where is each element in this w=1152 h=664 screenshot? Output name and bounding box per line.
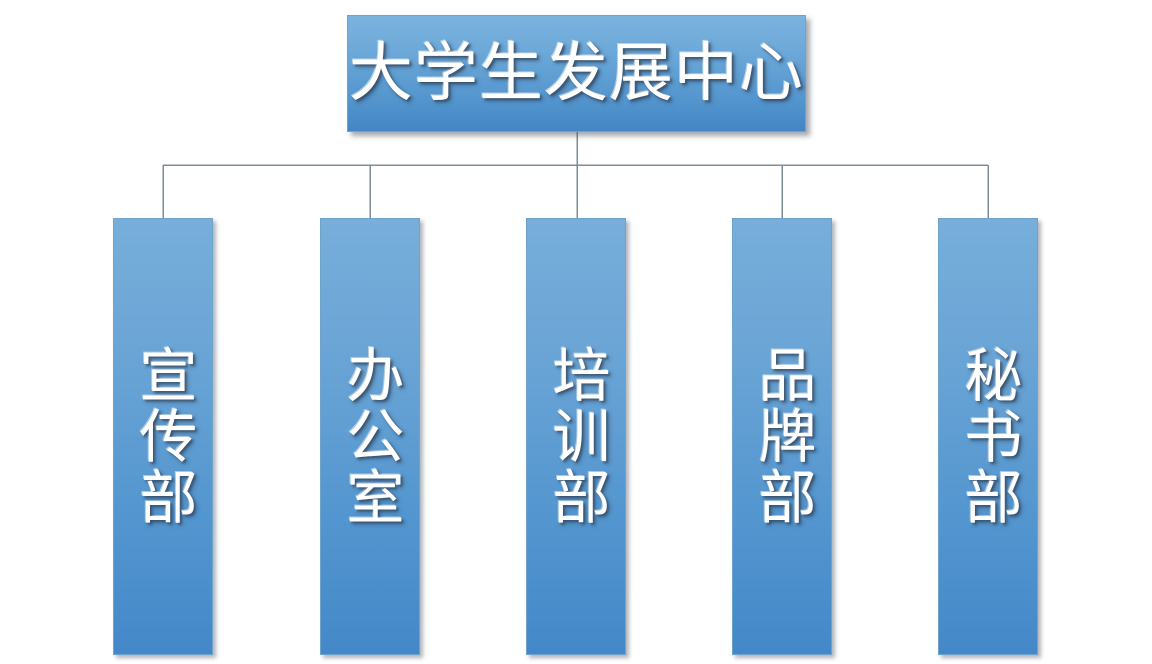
org-node-training[interactable]: 培训部	[526, 218, 626, 655]
org-node-publicity[interactable]: 宣传部	[113, 218, 213, 655]
org-node-training-label: 培训部	[542, 345, 611, 528]
org-node-brand-label: 品牌部	[748, 345, 817, 528]
org-node-secretariat-label: 秘书部	[954, 345, 1023, 528]
org-node-office-label: 办公室	[336, 345, 405, 528]
org-node-root[interactable]: 大学生发展中心	[347, 15, 806, 132]
org-node-root-label: 大学生发展中心	[349, 36, 804, 111]
org-node-office[interactable]: 办公室	[320, 218, 420, 655]
org-node-publicity-label: 宣传部	[129, 345, 198, 528]
org-node-brand[interactable]: 品牌部	[732, 218, 832, 655]
org-node-secretariat[interactable]: 秘书部	[938, 218, 1038, 655]
